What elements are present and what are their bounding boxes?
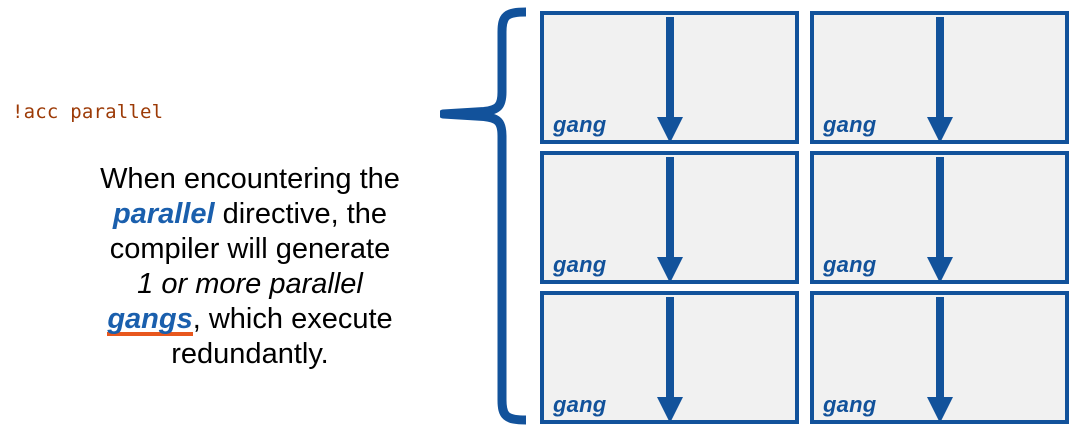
- down-arrow-icon: [926, 17, 953, 143]
- gang-box[interactable]: gang: [540, 291, 799, 424]
- left-curly-brace-icon: [438, 7, 527, 425]
- description-line-1: When encountering the: [100, 163, 400, 195]
- gang-label: gang: [823, 112, 877, 137]
- gang-row: gang gang: [540, 151, 1069, 284]
- gang-box[interactable]: gang: [540, 11, 799, 144]
- description-line-2-rest: directive, the: [214, 198, 388, 230]
- keyword-gangs: gangs: [107, 303, 193, 335]
- gang-label: gang: [553, 252, 607, 277]
- down-arrow-icon: [656, 17, 683, 143]
- description-emphasis: 1 or more parallel: [137, 268, 363, 300]
- gang-label: gang: [553, 112, 607, 137]
- description-paragraph: When encountering the parallel directive…: [60, 162, 440, 372]
- directive-code-text: !acc parallel: [12, 101, 164, 123]
- left-curly-brace: [438, 6, 530, 430]
- down-arrow-icon: [656, 297, 683, 423]
- gang-box[interactable]: gang: [810, 291, 1069, 424]
- down-arrow-icon: [926, 297, 953, 423]
- gang-box[interactable]: gang: [810, 151, 1069, 284]
- description-line-5-rest: , which execute: [192, 303, 393, 335]
- gang-label: gang: [553, 392, 607, 417]
- gang-row: gang gang: [540, 11, 1069, 144]
- description-line-6: redundantly.: [171, 338, 329, 370]
- gang-grid: gang gang gang gang: [540, 11, 1069, 424]
- description-line-3: compiler will generate: [109, 233, 391, 265]
- gang-box[interactable]: gang: [540, 151, 799, 284]
- gang-label: gang: [823, 392, 877, 417]
- gang-row: gang gang: [540, 291, 1069, 424]
- keyword-parallel: parallel: [112, 198, 215, 230]
- down-arrow-icon: [926, 157, 953, 283]
- left-text-pane: !acc parallel When encountering the para…: [0, 0, 440, 432]
- gang-box[interactable]: gang: [810, 11, 1069, 144]
- gang-label: gang: [823, 252, 877, 277]
- down-arrow-icon: [656, 157, 683, 283]
